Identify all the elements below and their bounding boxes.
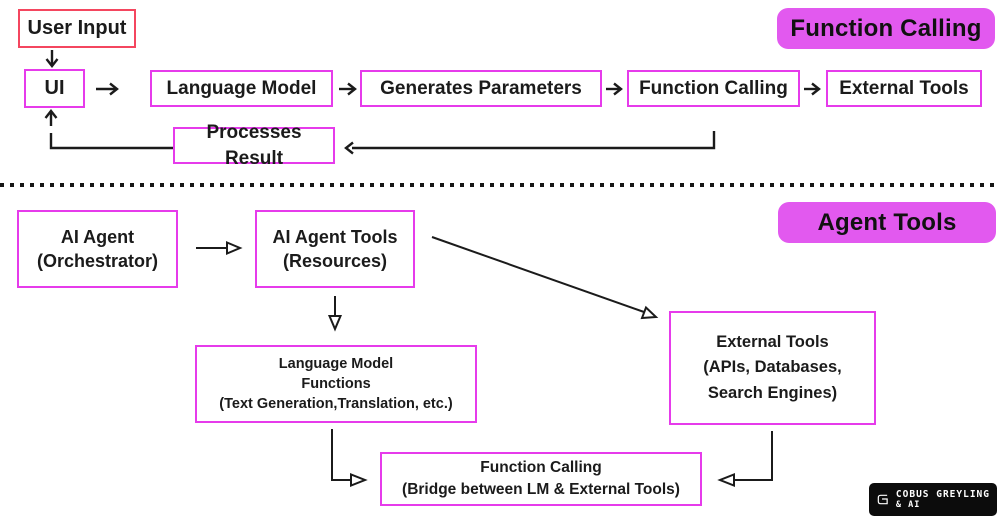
- node-lm-functions-line3: (Text Generation,Translation, etc.): [219, 396, 453, 413]
- logo-name-line1: COBUS GREYLING: [895, 488, 990, 500]
- node-ui: UI: [24, 69, 85, 108]
- logo-g-icon: [877, 494, 888, 505]
- logo-text: COBUS GREYLING & AI: [896, 489, 990, 511]
- node-external-tools-label: External Tools: [839, 77, 969, 99]
- arrow-ui-to-language-model: [96, 82, 119, 96]
- node-language-model: Language Model: [150, 70, 333, 107]
- agent-tools-section-label: Agent Tools: [817, 208, 957, 236]
- node-language-model-label: Language Model: [166, 77, 317, 99]
- arrow-function-calling-to-external-tools: [804, 82, 821, 96]
- function-calling-section-label: Function Calling: [790, 14, 982, 42]
- node-generates-parameters-label: Generates Parameters: [380, 77, 582, 99]
- node-ai-agent-line2: (Orchestrator): [36, 251, 159, 271]
- node-function-calling-bridge: Function Calling (Bridge between LM & Ex…: [380, 452, 702, 506]
- node-processes-result: Processes Result: [173, 122, 335, 169]
- logo-name-line2: & AI: [895, 500, 921, 511]
- node-processes-result-label: Processes Result: [206, 121, 302, 169]
- arrow-ai-agent-to-ai-agent-tools: [196, 240, 243, 256]
- node-external-tools-agent-line1: External Tools: [716, 332, 829, 351]
- node-lm-functions-line2: Functions: [301, 375, 371, 392]
- agent-tools-section-badge: Agent Tools: [778, 202, 996, 243]
- function-calling-section-badge: Function Calling: [777, 8, 995, 49]
- node-function-calling-bridge-line2: (Bridge between LM & External Tools): [402, 481, 680, 498]
- node-ai-agent-line1: AI Agent: [60, 226, 135, 247]
- node-ai-agent-tools-line1: AI Agent Tools: [272, 226, 398, 247]
- arrow-external-tools-to-function-calling-bridge: [717, 431, 773, 487]
- node-lm-functions: Language Model Functions (Text Generatio…: [195, 345, 477, 423]
- dotted-separator: [0, 183, 1000, 187]
- cobus-greyling-logo: COBUS GREYLING & AI: [869, 483, 997, 516]
- node-user-input: User Input: [18, 9, 136, 48]
- node-function-calling-label: Function Calling: [639, 77, 788, 99]
- arrow-user-input-to-ui: [45, 50, 59, 68]
- arrow-processes-result-to-ui: [44, 109, 173, 150]
- node-function-calling-bridge-line1: Function Calling: [480, 458, 602, 476]
- node-lm-functions-line1: Language Model: [278, 355, 394, 372]
- node-ui-label: UI: [44, 77, 65, 99]
- arrow-ai-agent-tools-to-lm-functions: [327, 296, 343, 332]
- arrow-function-calling-to-processes-result: [344, 131, 716, 155]
- node-function-calling: Function Calling: [627, 70, 800, 107]
- arrow-language-model-to-generates-parameters: [339, 82, 357, 96]
- node-ai-agent: AI Agent (Orchestrator): [17, 210, 178, 288]
- arrow-ai-agent-tools-to-external-tools: [431, 236, 659, 320]
- node-user-input-label: User Input: [27, 17, 127, 39]
- node-ai-agent-tools: AI Agent Tools (Resources): [255, 210, 415, 288]
- arrow-lm-functions-to-function-calling-bridge: [331, 429, 368, 487]
- node-generates-parameters: Generates Parameters: [360, 70, 602, 107]
- node-external-tools: External Tools: [826, 70, 982, 107]
- arrow-generates-parameters-to-function-calling: [606, 82, 623, 96]
- node-external-tools-agent: External Tools (APIs, Databases, Search …: [669, 311, 876, 425]
- node-external-tools-agent-line3: Search Engines): [707, 383, 838, 402]
- node-ai-agent-tools-line2: (Resources): [282, 251, 388, 271]
- node-external-tools-agent-line2: (APIs, Databases,: [703, 358, 842, 377]
